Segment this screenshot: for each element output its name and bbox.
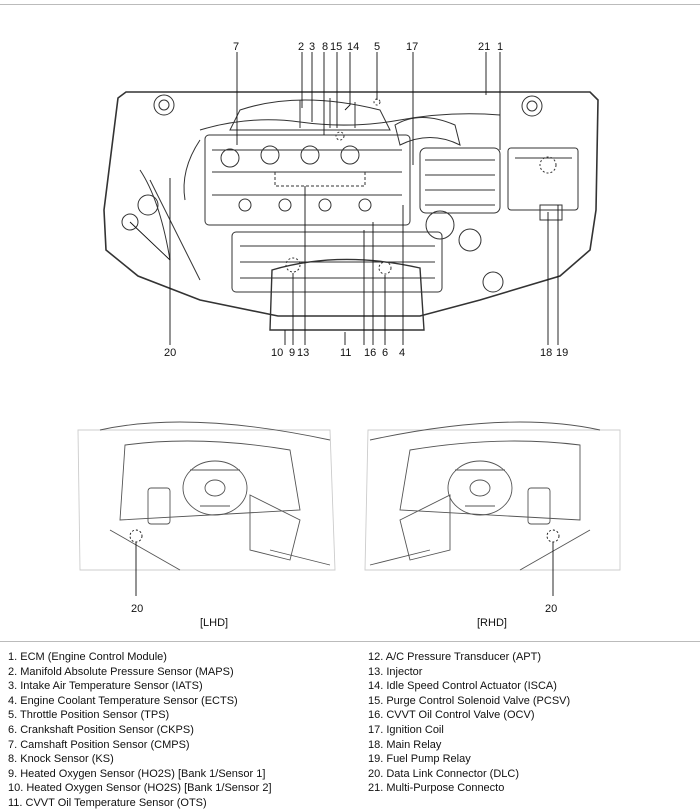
callout-15: 15	[330, 41, 342, 53]
legend-item: 16. CVVT Oil Control Valve (OCV)	[368, 709, 535, 722]
legend-item: 14. Idle Speed Control Actuator (ISCA)	[368, 680, 557, 693]
rhd-callout-20: 20	[545, 603, 557, 615]
callout-16: 16	[364, 347, 376, 359]
engine-bay-illustration: 7 2 3 8 15 14 5 17 21 1 20 10 9 13 11 16…	[103, 41, 599, 359]
lhd-interior	[77, 421, 336, 596]
callout-11: 11	[340, 347, 351, 359]
legend-item: 10. Heated Oxygen Sensor (HO2S) [Bank 1/…	[8, 782, 272, 795]
legend-item: 18. Main Relay	[368, 738, 442, 751]
callout-18: 18	[540, 347, 552, 359]
legend-item: 6. Crankshaft Position Sensor (CKPS)	[8, 723, 194, 736]
legend-left-column: 1. ECM (Engine Control Module) 2. Manifo…	[8, 650, 272, 811]
legend-item: 2. Manifold Absolute Pressure Sensor (MA…	[8, 665, 234, 678]
legend-item: 8. Knock Sensor (KS)	[8, 753, 114, 766]
legend-item: 11. CVVT Oil Temperature Sensor (OTS)	[8, 796, 207, 809]
legend-item: 9. Heated Oxygen Sensor (HO2S) [Bank 1/S…	[8, 767, 266, 780]
lhd-callout-20: 20	[131, 603, 143, 615]
callout-21: 21	[478, 41, 490, 53]
callout-8: 8	[322, 41, 328, 53]
callout-17: 17	[406, 41, 418, 53]
rhd-caption: [RHD]	[477, 617, 507, 629]
legend-item: 13. Injector	[368, 665, 423, 678]
callout-10: 10	[271, 347, 283, 359]
callout-6: 6	[382, 347, 388, 359]
callout-2: 2	[298, 41, 304, 53]
legend-right-column: 12. A/C Pressure Transducer (APT) 13. In…	[368, 650, 570, 796]
top-rule	[0, 4, 700, 5]
callout-13: 13	[297, 347, 309, 359]
callout-1: 1	[497, 41, 503, 53]
legend-item: 21. Multi-Purpose Connecto	[368, 782, 505, 795]
callout-9: 9	[289, 347, 295, 359]
legend-item: 17. Ignition Coil	[368, 723, 444, 736]
legend-divider	[0, 641, 700, 642]
legend-item: 7. Camshaft Position Sensor (CMPS)	[8, 738, 190, 751]
legend-item: 5. Throttle Position Sensor (TPS)	[8, 709, 170, 722]
interior-illustrations: 20 [LHD] 20 [RHD]	[77, 421, 621, 629]
legend-item: 12. A/C Pressure Transducer (APT)	[368, 651, 542, 663]
callout-3: 3	[309, 41, 315, 53]
rhd-interior	[364, 421, 621, 596]
callout-14: 14	[347, 41, 359, 53]
callout-19: 19	[556, 347, 568, 359]
legend-item: 4. Engine Coolant Temperature Sensor (EC…	[8, 694, 238, 707]
callout-5: 5	[374, 41, 380, 53]
lhd-caption: [LHD]	[200, 617, 228, 629]
callout-7: 7	[233, 41, 239, 53]
legend-item: 15. Purge Control Solenoid Valve (PCSV)	[368, 694, 571, 707]
callout-4: 4	[399, 347, 405, 359]
legend-item: 19. Fuel Pump Relay	[368, 753, 471, 766]
legend-item: 1. ECM (Engine Control Module)	[8, 651, 167, 663]
legend-item: 20. Data Link Connector (DLC)	[368, 767, 520, 780]
legend-item: 3. Intake Air Temperature Sensor (IATS)	[8, 680, 203, 693]
callout-20: 20	[164, 347, 176, 359]
